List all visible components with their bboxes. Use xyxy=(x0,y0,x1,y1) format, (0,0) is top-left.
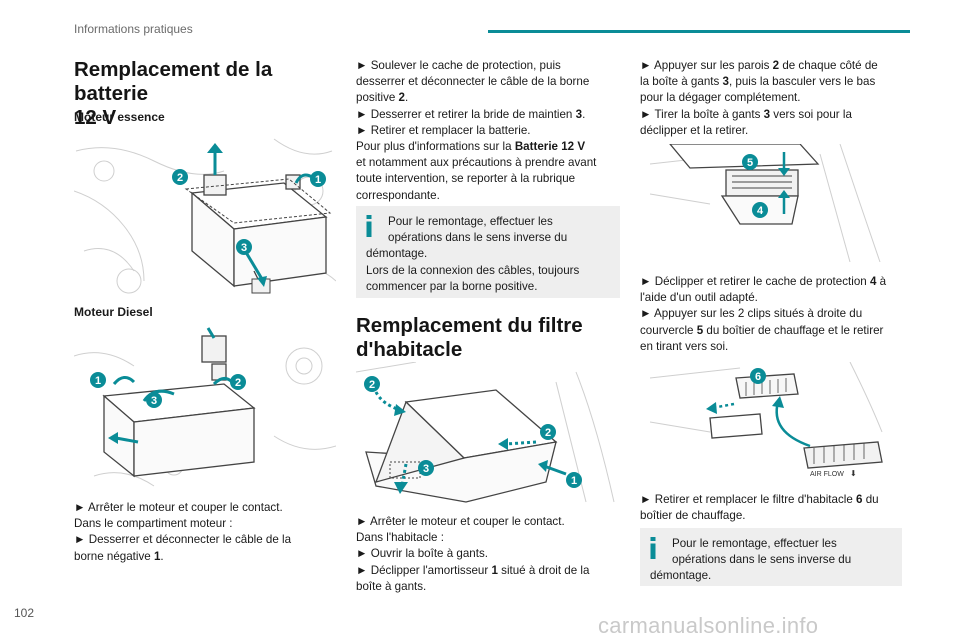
heater-cover-figure: 5 4 xyxy=(650,144,894,262)
diesel-engine-label: Moteur Diesel xyxy=(74,305,153,319)
petrol-battery-figure: 2 1 3 xyxy=(74,131,336,299)
battery-more-info-2: et notamment aux précautions à prendre a… xyxy=(356,156,597,170)
step-remove-clamp: ► Desserrer et retirer la bride de maint… xyxy=(356,107,586,121)
step-replace-battery: ► Retirer et remplacer la batterie. xyxy=(356,123,531,137)
marker-4: 4 xyxy=(757,205,764,217)
battery-note-line4: Lors de la connexion des câbles, toujour… xyxy=(366,263,580,277)
airflow-label: AIR FLOW xyxy=(810,471,844,478)
cabin-heading: Remplacement du filtre d'habitacle xyxy=(356,314,620,362)
cabin-step-remove-cover: ► Déclipper et retirer le cache de prote… xyxy=(640,275,887,288)
step-loosen-negative: ► Desserrer et déconnecter le câble de l… xyxy=(74,533,292,547)
cabin-steps-start: ► Arrêter le moteur et couper le contact… xyxy=(356,514,620,595)
battery-heading: Remplacement de la batterie 12 V xyxy=(74,58,336,130)
marker-3: 3 xyxy=(241,242,247,254)
cabin-step-tilt-down: la boîte à gants 3, puis la basculer ver… xyxy=(640,75,876,89)
cabin-note-line3: démontage. xyxy=(650,569,712,583)
cabin-step-press-walls: ► Appuyer sur les parois 2 de chaque côt… xyxy=(640,59,878,72)
info-icon xyxy=(366,215,372,237)
battery-note-line2: opérations dans le sens inverse du xyxy=(388,231,568,245)
cabin-step-tool: l'aide d'un outil adapté. xyxy=(640,291,758,305)
battery-more-info-3: toute intervention, se reporter à la rub… xyxy=(356,172,576,186)
step-lift-cover: ► Soulever le cache de protection, puis xyxy=(356,59,561,72)
marker-2: 2 xyxy=(177,172,183,184)
step-positive-terminal: positive 2. xyxy=(356,91,409,105)
cabin-step-cover-lid: courvercle 5 du boîtier de chauffage et … xyxy=(640,323,884,337)
diesel-battery-figure: 1 2 3 xyxy=(74,326,336,494)
marker-2-diesel: 2 xyxy=(235,377,241,389)
battery-more-info-4: correspondante. xyxy=(356,188,440,202)
cabin-note-line1: Pour le remontage, effectuer les xyxy=(672,537,837,550)
battery-title-line1: Remplacement de la batterie xyxy=(74,58,273,105)
header-accent-bar xyxy=(488,30,910,33)
marker-3-diesel: 3 xyxy=(151,395,157,407)
cabin-step-open-glovebox: ► Ouvrir la boîte à gants. xyxy=(356,547,488,561)
cabin-note-box: Pour le remontage, effectuer les opérati… xyxy=(640,528,902,586)
marker-3-glovebox: 3 xyxy=(423,463,429,475)
airflow-arrow-icon: ⬇ xyxy=(850,469,857,478)
cabin-step-unclip-damper: ► Déclipper l'amortisseur 1 situé à droi… xyxy=(356,563,590,577)
marker-5: 5 xyxy=(747,157,753,169)
battery-more-info: Pour plus d'informations sur la Batterie… xyxy=(356,140,586,154)
marker-2-right: 2 xyxy=(545,427,551,439)
battery-note-line1: Pour le remontage, effectuer les xyxy=(388,215,553,228)
cabin-title-line1: Remplacement du filtre xyxy=(356,314,583,337)
step-stop-engine: ► Arrêter le moteur et couper le contact… xyxy=(74,501,283,514)
cabin-steps-glovebox: ► Appuyer sur les parois 2 de chaque côt… xyxy=(640,58,902,139)
cabin-step-heater-box: boîtier de chauffage. xyxy=(640,509,746,523)
step-lift-cover-2: desserrer et déconnecter le câble de la … xyxy=(356,75,590,89)
marker-1: 1 xyxy=(315,174,321,186)
cabin-steps-filter: ► Retirer et remplacer le filtre d'habit… xyxy=(640,492,902,524)
battery-title-line2: 12 V xyxy=(74,106,117,129)
cabin-step-pull-lid: en tirant vers soi. xyxy=(640,339,729,353)
cabin-step-remove-glovebox: déclipper et la retirer. xyxy=(640,123,749,137)
glovebox-figure: 2 2 3 1 xyxy=(356,362,620,508)
petrol-engine-label: Moteur essence xyxy=(74,110,165,124)
marker-1-damper: 1 xyxy=(571,475,577,487)
battery-steps-continued: ► Soulever le cache de protection, puis … xyxy=(356,58,620,204)
marker-6: 6 xyxy=(755,371,761,383)
cabin-step-interior: Dans l'habitacle : xyxy=(356,531,444,545)
marker-1-diesel: 1 xyxy=(95,375,101,387)
cabin-step-pull-glovebox: ► Tirer la boîte à gants 3 vers soi pour… xyxy=(640,107,852,121)
cabin-filter-figure: AIR FLOW ⬇ 6 xyxy=(650,362,894,480)
battery-note-line5: commencer par la borne positive. xyxy=(366,279,538,293)
cabin-note-line2: opérations dans le sens inverse du xyxy=(672,553,852,567)
cabin-step-stop-engine: ► Arrêter le moteur et couper le contact… xyxy=(356,515,565,528)
cabin-title-line2: d'habitacle xyxy=(356,338,463,361)
info-icon xyxy=(650,537,656,559)
cabin-step-release: pour la dégager complétement. xyxy=(640,91,801,105)
cabin-step-unclip-damper-2: boîte à gants. xyxy=(356,579,427,593)
cabin-step-press-clips: ► Appuyer sur les 2 clips situés à droit… xyxy=(640,307,863,321)
battery-note-line3: démontage. xyxy=(366,247,428,261)
battery-note-box: Pour le remontage, effectuer les opérati… xyxy=(356,206,620,298)
cabin-steps-cover: ► Déclipper et retirer le cache de prote… xyxy=(640,274,902,355)
battery-steps-start: ► Arrêter le moteur et couper le contact… xyxy=(74,500,336,565)
watermark: carmanualsonline.info xyxy=(598,613,819,638)
step-negative-terminal: borne négative 1. xyxy=(74,549,164,563)
section-title: Informations pratiques xyxy=(74,22,193,36)
page-number: 102 xyxy=(14,606,35,620)
marker-2-left: 2 xyxy=(369,379,375,391)
cabin-step-replace-filter: ► Retirer et remplacer le filtre d'habit… xyxy=(640,493,879,506)
step-engine-bay: Dans le compartiment moteur : xyxy=(74,517,233,531)
